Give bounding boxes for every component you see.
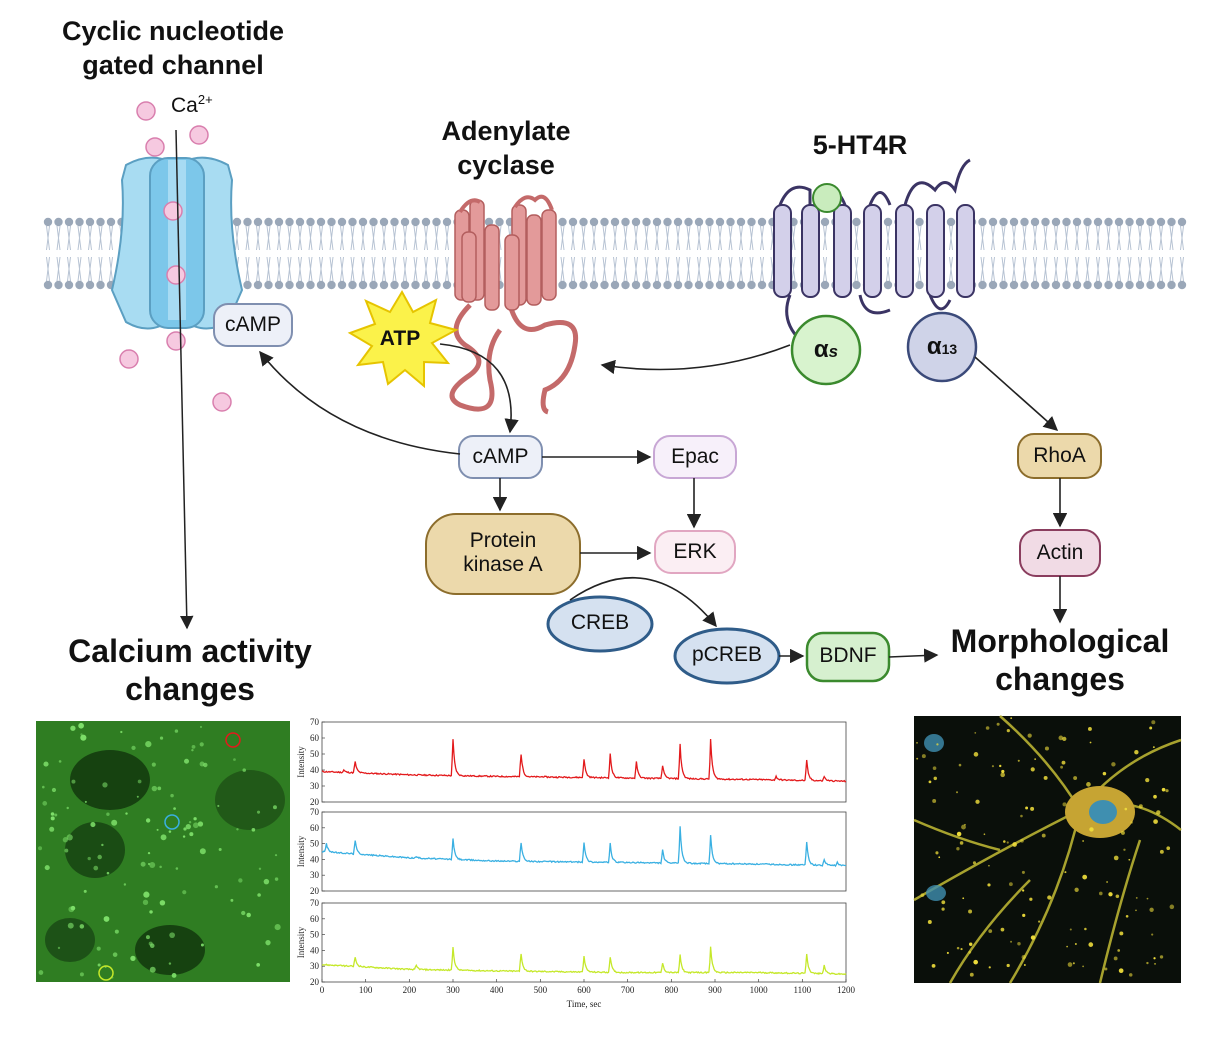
y-tick-label: 40 — [310, 765, 320, 775]
alpha-s-base: α — [813, 336, 829, 363]
camp-membrane-label: cAMP — [224, 313, 281, 336]
trace-line — [321, 946, 847, 976]
x-tick-label: 200 — [403, 985, 417, 995]
adenylate-title-line1: Adenylate — [441, 116, 571, 146]
y-axis-label: Intensity — [296, 746, 306, 778]
x-tick-label: 1100 — [793, 985, 811, 995]
y-tick-label: 40 — [310, 854, 320, 864]
plot-frame — [321, 811, 847, 892]
morphological-changes-title: Morphological changes — [930, 622, 1190, 698]
cng-title-line1: Cyclic nucleotide — [61, 16, 285, 46]
erk-label: ERK — [673, 540, 717, 563]
alpha-13-base: α — [926, 333, 942, 360]
y-tick-label: 70 — [310, 898, 320, 908]
receptor-title: 5-HT4R — [812, 130, 908, 160]
y-tick-label: 70 — [310, 807, 320, 817]
alpha-13-node — [906, 311, 978, 383]
camp-membrane-node — [213, 303, 293, 347]
alpha-s-sub: s — [828, 342, 839, 361]
y-tick-label: 20 — [310, 797, 320, 807]
pcreb-label: pCREB — [691, 643, 763, 666]
y-tick-label: 50 — [310, 839, 320, 849]
atp-star — [347, 289, 459, 389]
plot-frame — [321, 721, 847, 803]
actin-label: Actin — [1036, 541, 1084, 564]
y-axis-label: Intensity — [296, 835, 306, 867]
erk-node — [654, 530, 736, 574]
bdnf-label: BDNF — [819, 644, 877, 667]
calcium-imaging-micrograph — [36, 721, 290, 982]
epac-label: Epac — [671, 445, 719, 468]
y-tick-label: 20 — [310, 977, 320, 987]
5ht4r-receptor — [773, 158, 975, 342]
x-tick-label: 800 — [665, 985, 679, 995]
x-tick-label: 1200 — [837, 985, 856, 995]
atp-label: ATP — [379, 327, 421, 350]
x-tick-label: 900 — [708, 985, 722, 995]
y-tick-label: 30 — [310, 781, 320, 791]
y-tick-label: 60 — [310, 733, 320, 743]
y-tick-label: 60 — [310, 823, 320, 833]
x-tick-label: 700 — [621, 985, 635, 995]
calcium-traces-chart: 203040506070Intensity203040506070Intensi… — [296, 717, 856, 1009]
y-tick-label: 20 — [310, 886, 320, 896]
x-tick-label: 300 — [446, 985, 460, 995]
calcium-arrow — [175, 129, 194, 630]
cng-channel — [110, 156, 244, 330]
calcium-activity-title: Calcium activity changes — [40, 632, 340, 708]
x-tick-label: 400 — [490, 985, 504, 995]
y-tick-label: 30 — [310, 870, 320, 880]
alpha-s-node — [790, 314, 862, 386]
calcium-ion-label: Ca2+ — [171, 92, 213, 118]
camp-label: cAMP — [472, 445, 529, 468]
adenylate-cyclase-structure — [449, 194, 579, 415]
y-tick-label: 40 — [310, 945, 320, 955]
x-tick-label: 1000 — [750, 985, 769, 995]
creb-label: CREB — [570, 611, 630, 634]
cng-channel-title: Cyclic nucleotide gated channel — [42, 14, 304, 82]
pka-label-line1: Protein — [469, 529, 537, 552]
x-tick-label: 600 — [577, 985, 591, 995]
morph-title-line2: changes — [995, 661, 1125, 697]
alpha-13-sub: 13 — [941, 341, 958, 357]
rhoa-label: RhoA — [1033, 444, 1086, 467]
pka-label: Protein kinase A — [426, 529, 580, 577]
y-axis-label: Intensity — [296, 926, 306, 958]
y-tick-label: 30 — [310, 961, 320, 971]
adenylate-cyclase-title: Adenylate cyclase — [406, 114, 606, 182]
adenylate-title-line2: cyclase — [457, 150, 555, 180]
epac-node — [653, 435, 737, 479]
cng-title-line2: gated channel — [82, 50, 264, 80]
pathway-arrows — [259, 343, 1068, 664]
calcium-ion-charge: 2+ — [197, 92, 213, 107]
x-tick-label: 100 — [359, 985, 373, 995]
pka-node — [425, 513, 581, 595]
creb-node — [546, 595, 654, 653]
neuron-morphology-micrograph — [913, 715, 1182, 984]
alpha-s-label: αs — [796, 336, 856, 364]
y-tick-label: 50 — [310, 930, 320, 940]
alpha-13-label: α13 — [912, 333, 972, 361]
calcium-title-line2: changes — [125, 671, 255, 707]
x-tick-label: 500 — [534, 985, 548, 995]
y-tick-label: 60 — [310, 914, 320, 924]
pka-label-line2: kinase A — [463, 553, 543, 576]
y-tick-label: 50 — [310, 749, 320, 759]
trace-line — [321, 826, 846, 868]
calcium-title-line1: Calcium activity — [68, 633, 312, 669]
x-axis-label: Time, sec — [567, 999, 602, 1009]
calcium-ion-base: Ca — [171, 94, 198, 117]
morph-title-line1: Morphological — [950, 623, 1170, 659]
trace-line — [321, 738, 847, 783]
y-tick-label: 70 — [310, 717, 320, 727]
x-tick-label: 0 — [320, 985, 325, 995]
